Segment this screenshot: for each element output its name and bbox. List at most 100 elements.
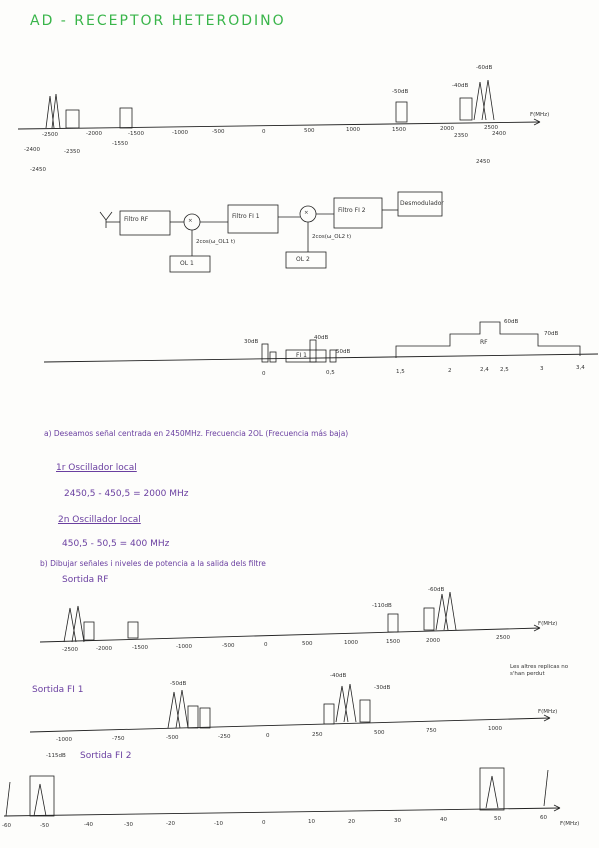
s2-tick: 2,4 (480, 367, 489, 373)
s1-note: -50dB (392, 89, 409, 95)
page-title: AD - RECEPTOR HETERODINO (30, 13, 286, 29)
fi1-tick: 1000 (488, 726, 502, 732)
rf-tick: 2000 (426, 638, 440, 644)
s1-note: -60dB (476, 65, 493, 71)
s1-tick: -500 (212, 129, 225, 135)
s2-tick: 0,5 (326, 370, 335, 376)
fi2-tick: 0 (262, 820, 266, 826)
s2-tick: 2,5 (500, 367, 509, 373)
s2-tick: 3 (540, 366, 544, 372)
fi2-tick: -50 (40, 823, 49, 829)
fi1-tick: 500 (374, 730, 385, 736)
s2-note: 70dB (544, 331, 559, 337)
filter-fi1-label: Filtro FI 1 (232, 213, 260, 220)
b-note: -30dB (374, 685, 391, 691)
fi2-tick: 60 (540, 815, 547, 821)
rf-tick: -2000 (96, 646, 112, 652)
s2-tick: 3,4 (576, 365, 585, 371)
filter-fi2-label: Filtro FI 2 (338, 207, 366, 214)
rf-tick: 500 (302, 641, 313, 647)
s1-axis-unit: F(MHz) (530, 112, 550, 118)
fi1-tick: -1000 (56, 737, 72, 743)
s2-tick: 2 (448, 368, 452, 374)
s1-note: -40dB (452, 83, 469, 89)
filter-rf-label: Filtro RF (124, 216, 149, 223)
osc1-label: 2cos(ω_OL1 t) (196, 239, 236, 245)
mixer-1: × (188, 218, 193, 224)
section-a-eq-2: 450,5 - 50,5 = 400 MHz (62, 539, 170, 549)
fi2-tick: -60 (2, 823, 11, 829)
fi1-tick: 0 (266, 733, 270, 739)
fi1-tick: 750 (426, 728, 437, 734)
rf-tick: -2500 (62, 647, 78, 653)
s1-note: -2350 (64, 149, 80, 155)
rf-tick: -1000 (176, 644, 192, 650)
ol2-label: OL 2 (296, 256, 310, 263)
b-note: -40dB (330, 673, 347, 679)
s1-tick: 1500 (392, 127, 406, 133)
section-a-heading-2: 2n Oscillador local (58, 515, 141, 525)
s2-note: 50dB (336, 349, 351, 355)
b-note: -115dB (46, 753, 66, 759)
b-note: -50dB (170, 681, 187, 687)
s1-note: 2450 (476, 159, 490, 165)
rf-tick: -1500 (132, 645, 148, 651)
s1-note: -2450 (30, 167, 46, 173)
osc2-label: 2cos(ω_OL2 t) (312, 234, 352, 240)
mixer-2: × (304, 210, 309, 216)
section-b-sub: Sortida RF (62, 575, 109, 585)
s1-tick: 1000 (346, 127, 360, 133)
s1-note: 2400 (492, 131, 506, 137)
rf-axis-unit: F(MHz) (538, 621, 558, 627)
b-note-replicas: Les altres replicas no s'han perdut (510, 664, 569, 678)
b-note: -110dB (372, 603, 392, 609)
s2-rf-label: RF (480, 339, 488, 346)
fi2-tick: -40 (84, 822, 93, 828)
ol1-label: OL 1 (180, 260, 194, 267)
section-b-text: b) Dibujar señales i niveles de potencia… (40, 559, 266, 568)
fi1-tick: 250 (312, 732, 323, 738)
fi1-tick: -750 (112, 736, 125, 742)
fi2-tick: 50 (494, 816, 501, 822)
rf-tick: 1500 (386, 639, 400, 645)
demodulator-label: Desmodulador (400, 200, 444, 207)
s1-note: 2350 (454, 133, 468, 139)
section-a-text: a) Deseamos señal centrada en 2450MHz. F… (44, 429, 349, 438)
fi2-tick: 40 (440, 817, 447, 823)
b-note: -60dB (428, 587, 445, 593)
s2-note: 30dB (244, 339, 259, 345)
s1-note: -1550 (112, 141, 128, 147)
s1-tick: 2000 (440, 126, 454, 132)
s2-tick: 1,5 (396, 369, 405, 375)
s2-note: 60dB (504, 319, 519, 325)
s1-tick: -1000 (172, 130, 188, 136)
s1-tick: 0 (262, 129, 266, 135)
s1-tick: 500 (304, 128, 315, 134)
section-a-heading-1: 1r Oscillador local (56, 463, 137, 473)
s1-note: -2400 (24, 147, 40, 153)
s2-tick: 0 (262, 371, 266, 377)
s1-tick: -2000 (86, 131, 102, 137)
fi2-output-label: Sortida FI 2 (80, 751, 132, 761)
rf-tick: 1000 (344, 640, 358, 646)
fi2-tick: -30 (124, 822, 133, 828)
fi1-output-label: Sortida FI 1 (32, 685, 84, 695)
fi2-axis-unit: F(MHz) (560, 821, 580, 827)
s1-tick: -1500 (128, 131, 144, 137)
fi2-tick: -20 (166, 821, 175, 827)
fi2-tick: 30 (394, 818, 401, 824)
s2-fi1-label: FI 1 (296, 352, 307, 359)
s1-tick: -2500 (42, 132, 58, 138)
fi1-tick: -500 (166, 735, 179, 741)
fi2-tick: -10 (214, 821, 223, 827)
rf-tick: 2500 (496, 635, 510, 641)
section-a-eq-1: 2450,5 - 450,5 = 2000 MHz (64, 489, 189, 499)
s1-tick: 2500 (484, 125, 498, 131)
rf-tick: 0 (264, 642, 268, 648)
fi1-tick: -250 (218, 734, 231, 740)
rf-tick: -500 (222, 643, 235, 649)
fi1-axis-unit: F(MHz) (538, 709, 558, 715)
fi2-tick: 10 (308, 819, 315, 825)
